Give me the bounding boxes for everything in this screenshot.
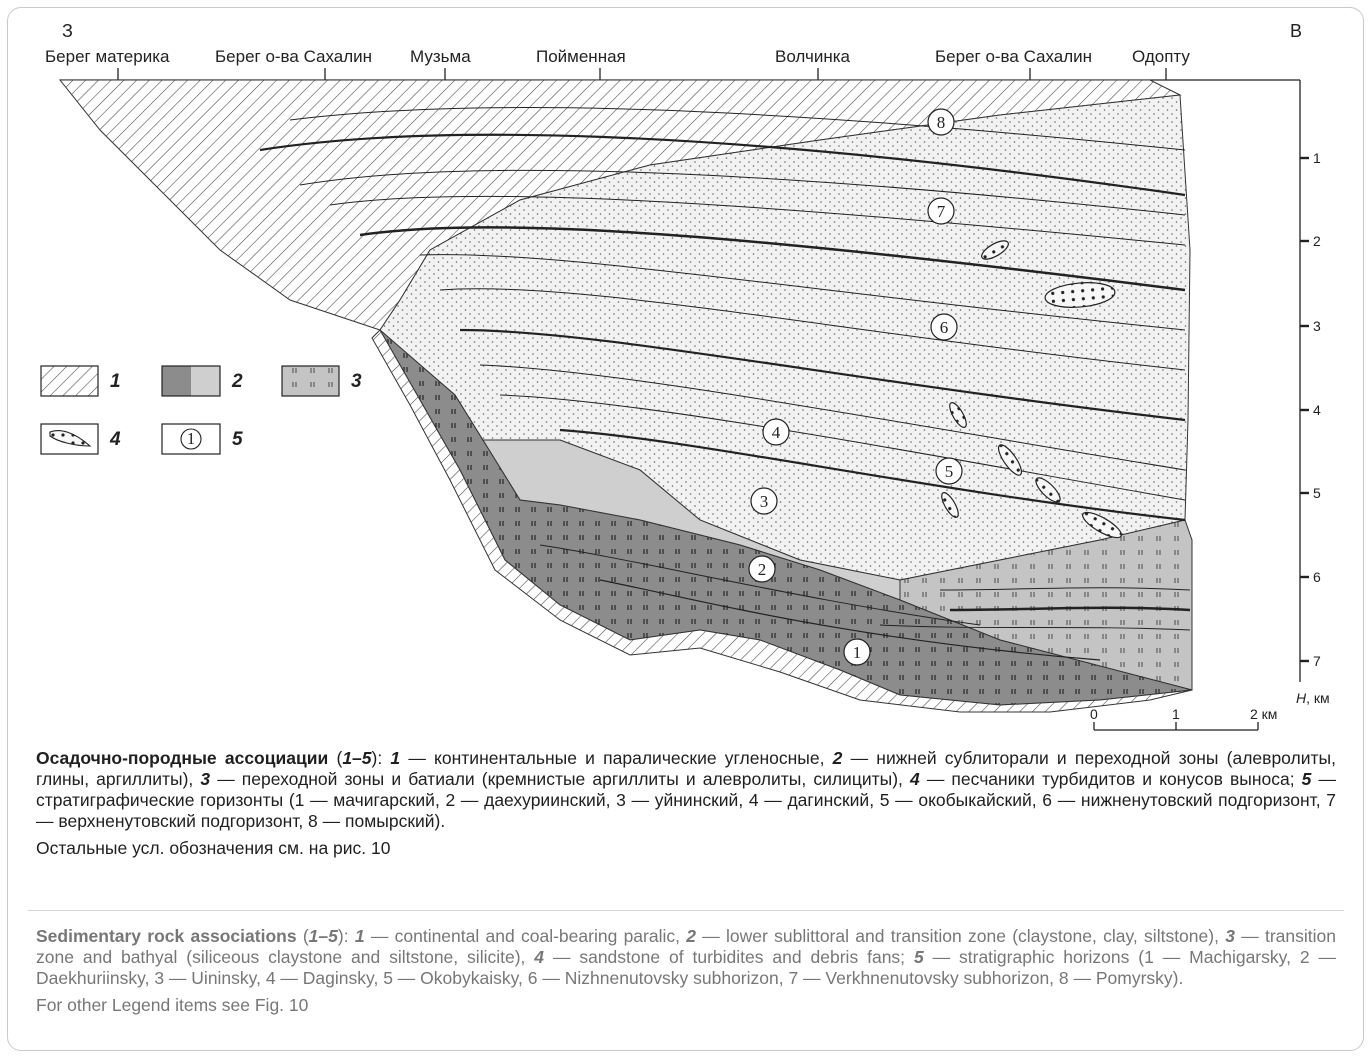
depth-tick: 2 <box>1313 233 1321 249</box>
locality-label: Берег о-ва Сахалин <box>215 47 372 66</box>
horizon-marker: 6 <box>931 314 957 340</box>
svg-text:5: 5 <box>945 462 954 481</box>
locality-label: Музьма <box>410 47 471 66</box>
depth-tick: 4 <box>1313 402 1321 418</box>
depth-tick: 5 <box>1313 485 1321 501</box>
legend-item: 3 <box>282 366 362 396</box>
svg-text:1: 1 <box>110 371 121 392</box>
svg-text:8: 8 <box>937 113 946 132</box>
svg-text:1: 1 <box>187 429 196 448</box>
geological-cross-section: З В Берег материка Берег о-ва Сахалин Му… <box>0 0 1372 745</box>
legend-item: 1 <box>41 366 121 396</box>
svg-text:7: 7 <box>937 202 946 221</box>
depth-axis: 1 2 3 4 5 6 7 H, км <box>1296 80 1330 706</box>
horizon-marker: 7 <box>928 198 954 224</box>
locality-ticks <box>118 68 1166 80</box>
svg-text:3: 3 <box>760 492 769 511</box>
caption-title: Sedimentary rock associations <box>36 926 297 946</box>
horizon-marker: 3 <box>751 488 777 514</box>
direction-west: З <box>62 21 73 41</box>
depth-tick: 1 <box>1313 150 1321 166</box>
svg-text:4: 4 <box>109 429 121 450</box>
caption-russian: Осадочно-породные ассоциации (1–5): 1 — … <box>36 748 1336 859</box>
depth-tick: 3 <box>1313 318 1321 334</box>
locality-label: Пойменная <box>536 47 626 66</box>
locality-label: Берег о-ва Сахалин <box>935 47 1092 66</box>
svg-text:3: 3 <box>351 371 362 392</box>
svg-text:2: 2 <box>758 560 767 579</box>
direction-east: В <box>1290 21 1302 41</box>
legend-item: 4 <box>41 424 121 454</box>
horizon-marker: 2 <box>749 556 775 582</box>
svg-text:1: 1 <box>853 643 862 662</box>
legend: 1 2 3 4 1 5 <box>41 366 362 454</box>
locality-label: Одопту <box>1132 47 1190 66</box>
horizon-marker: 5 <box>936 458 962 484</box>
depth-tick: 6 <box>1313 569 1321 585</box>
locality-labels: Берег материка Берег о-ва Сахалин Музьма… <box>45 47 1190 66</box>
horizon-marker: 1 <box>844 639 870 665</box>
scale-bar: 0 1 2 км <box>1090 706 1277 730</box>
depth-axis-label: H, км <box>1296 690 1330 706</box>
caption-english-text: Sedimentary rock associations (1–5): 1 —… <box>36 926 1336 989</box>
scale-tick: 2 км <box>1250 706 1277 722</box>
caption-russian-text: Осадочно-породные ассоциации (1–5): 1 — … <box>36 748 1336 832</box>
svg-text:6: 6 <box>940 318 949 337</box>
caption-title: Осадочно-породные ассоциации <box>36 748 328 768</box>
svg-text:2: 2 <box>231 371 243 392</box>
caption-english-note: For other Legend items see Fig. 10 <box>36 995 1336 1016</box>
scale-tick: 0 <box>1090 706 1098 722</box>
legend-item: 1 5 <box>162 424 243 454</box>
horizon-marker: 8 <box>928 109 954 135</box>
depth-tick: 7 <box>1313 653 1321 669</box>
scale-tick: 1 <box>1172 706 1180 722</box>
horizon-marker: 4 <box>763 419 789 445</box>
svg-text:5: 5 <box>232 429 243 450</box>
svg-text:4: 4 <box>772 423 781 442</box>
legend-item: 2 <box>162 366 243 396</box>
section-body <box>60 80 1192 712</box>
caption-russian-note: Остальные усл. обозначения см. на рис. 1… <box>36 838 1336 859</box>
locality-label: Берег материка <box>45 47 170 66</box>
locality-label: Волчинка <box>775 47 851 66</box>
caption-divider <box>28 910 1344 911</box>
caption-english: Sedimentary rock associations (1–5): 1 —… <box>36 926 1336 1016</box>
